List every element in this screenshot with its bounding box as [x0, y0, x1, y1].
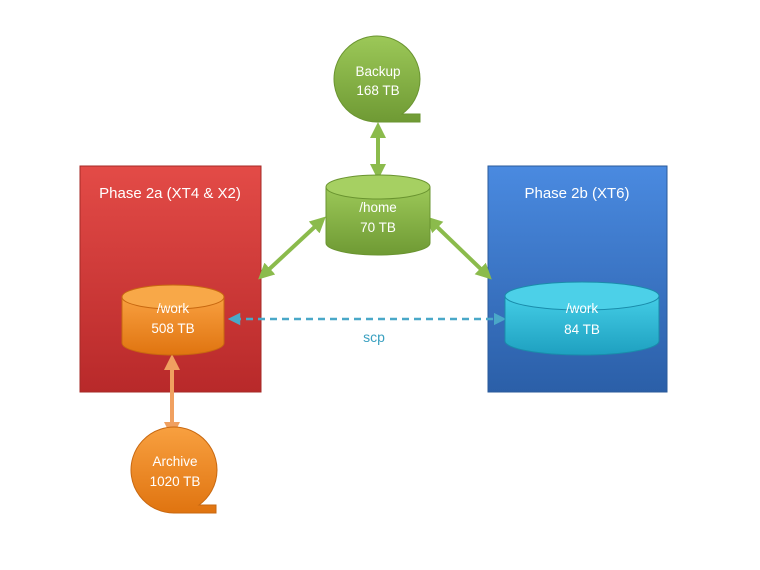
archive-storage-node: Archive 1020 TB: [130, 426, 218, 514]
archive-size: 1020 TB: [150, 474, 201, 489]
phase-2a-title: Phase 2a (XT4 & X2): [99, 185, 241, 202]
scp-label: scp: [363, 329, 385, 345]
work-2b-storage-node: /work 84 TB: [504, 281, 660, 356]
backup-name: Backup: [355, 64, 400, 79]
home-size: 70 TB: [360, 220, 396, 235]
backup-size: 168 TB: [356, 83, 399, 98]
home-phase2a-arrow: [258, 216, 326, 280]
archive-name: Archive: [152, 454, 197, 469]
phase-2a-box: Phase 2a (XT4 & X2): [79, 165, 262, 393]
work-2a-size: 508 TB: [151, 321, 194, 336]
phase-2b-title: Phase 2b (XT6): [524, 185, 629, 202]
work-2b-size: 84 TB: [564, 322, 600, 337]
work-2a-name: /work: [157, 301, 190, 316]
backup-storage-node: Backup 168 TB: [333, 35, 421, 123]
home-name: /home: [359, 200, 397, 215]
work-2b-name: /work: [566, 301, 599, 316]
work-2a-storage-node: /work 508 TB: [121, 284, 225, 356]
home-phase2b-arrow: [426, 216, 492, 280]
phase-2b-box: Phase 2b (XT6): [487, 165, 668, 393]
home-storage-node: /home 70 TB: [325, 174, 431, 256]
